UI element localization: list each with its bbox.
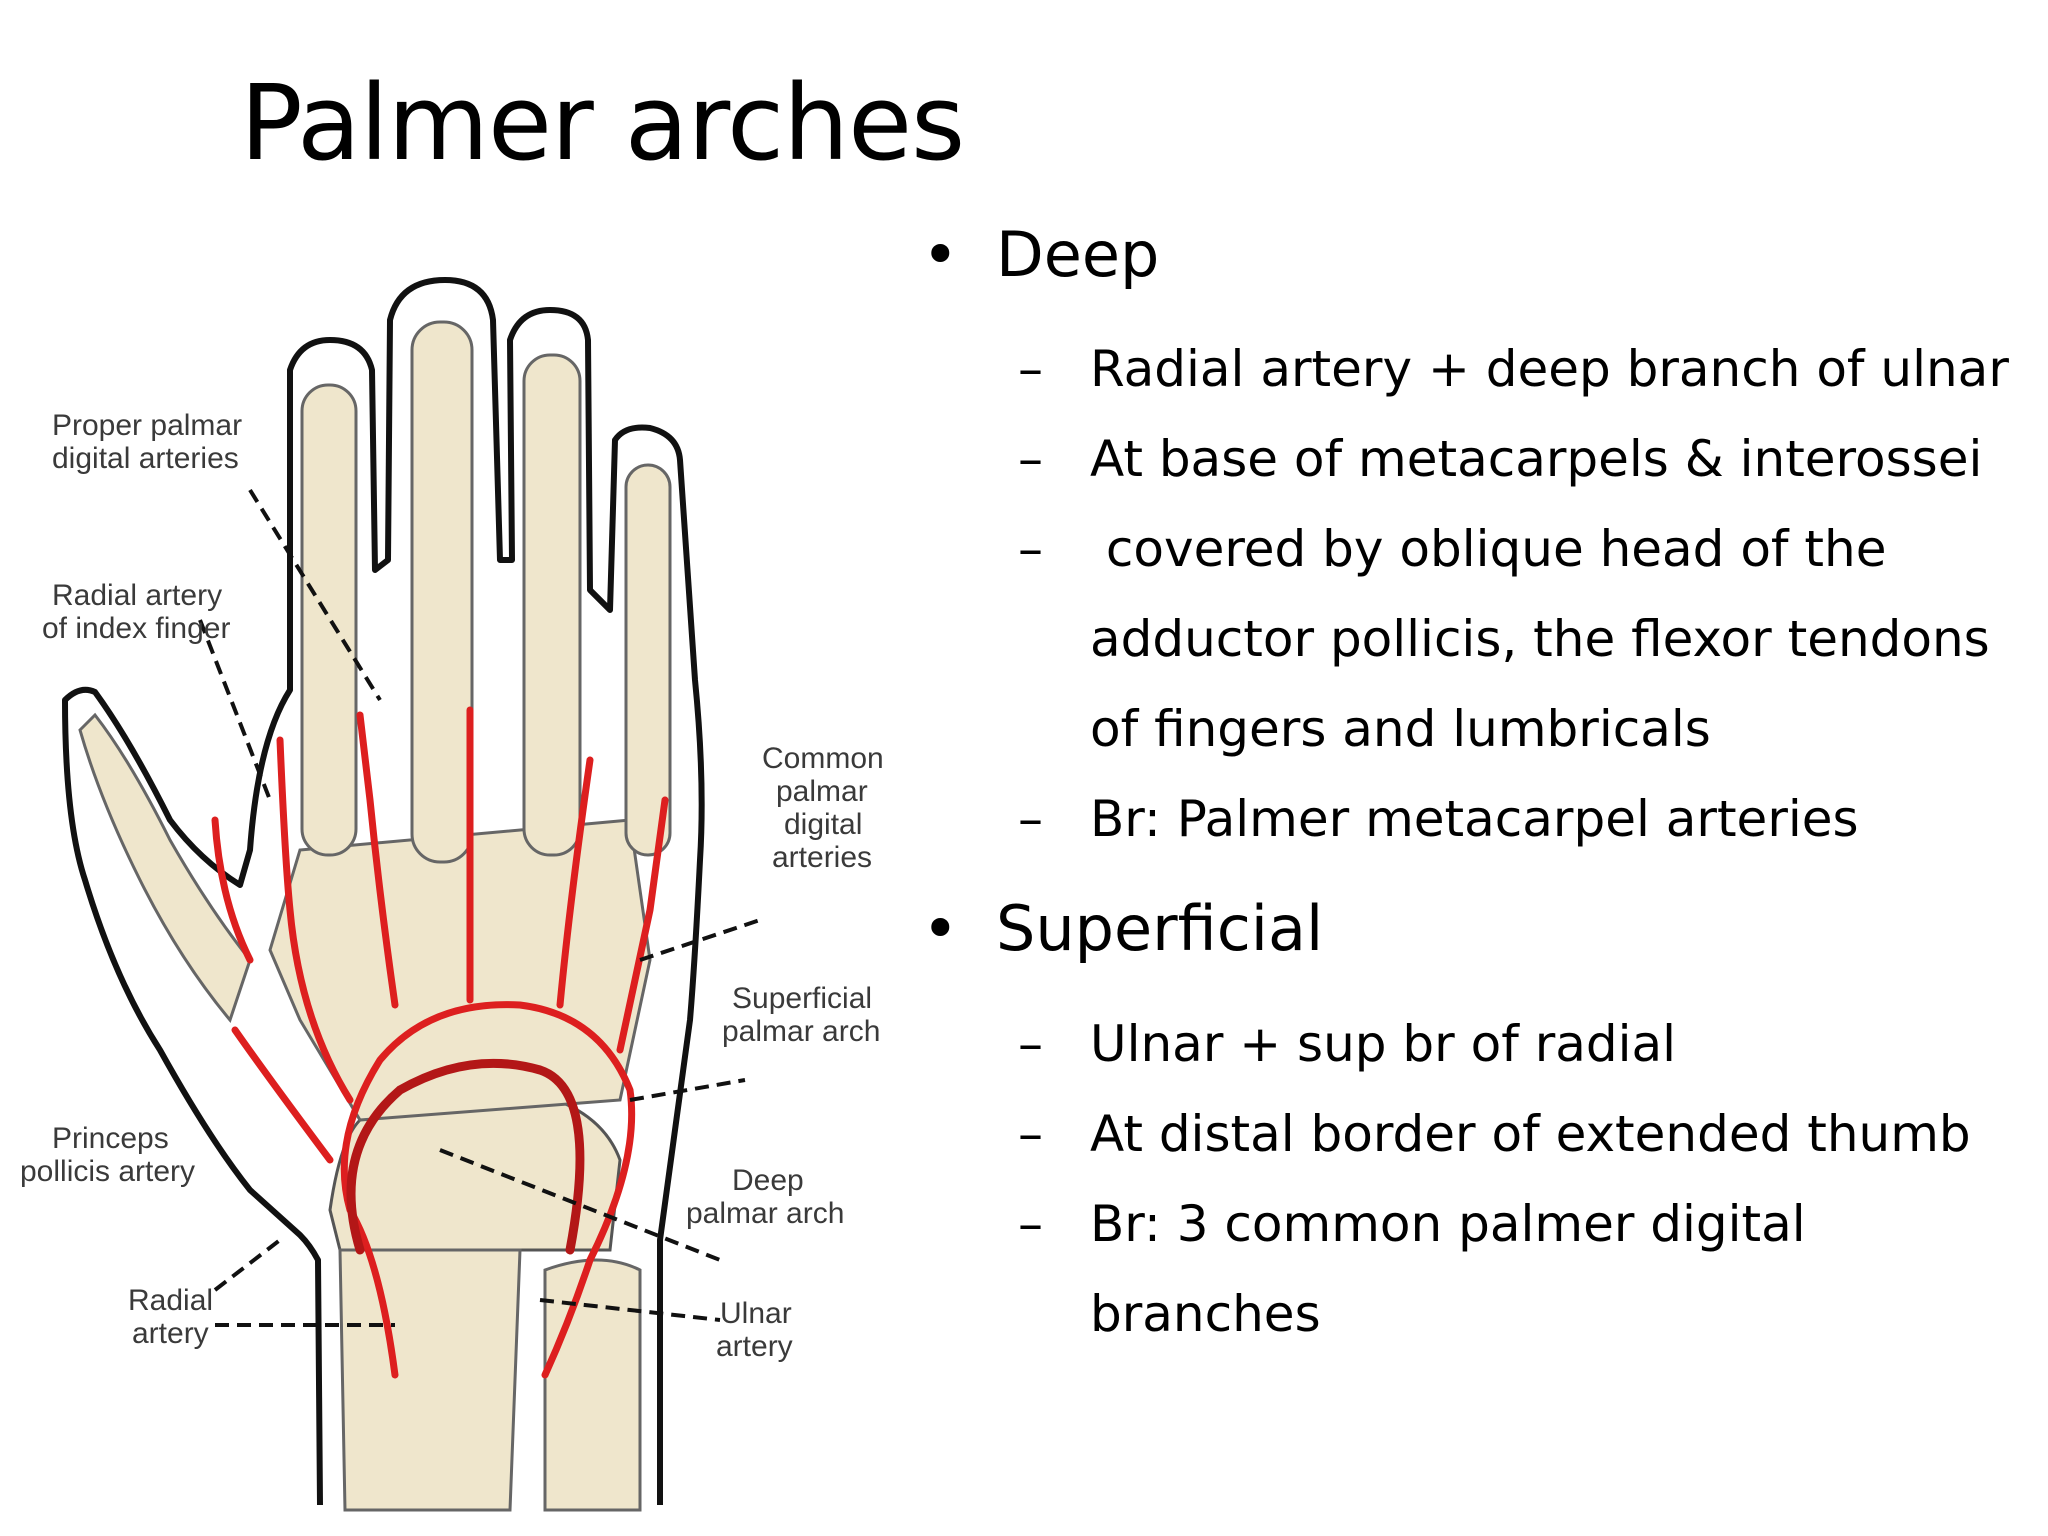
label-radial-line2: artery	[132, 1317, 209, 1350]
label-common-line1: Common	[762, 742, 884, 775]
hand-illustration: Proper palmar digital arteries Radial ar…	[20, 277, 884, 1512]
bullet-superficial-heading: Superficial	[996, 892, 1324, 966]
spacer	[910, 967, 2030, 999]
bullet-superficial: • Superficial	[910, 892, 2030, 966]
superficial-sub-item-continuation: branches	[1090, 1284, 1321, 1343]
label-proper-palmar-line2: digital arteries	[52, 442, 239, 475]
deep-sub-item: – covered by oblique head of the	[1018, 520, 1887, 579]
metacarpal-bones	[268, 818, 652, 1122]
bullet-deep-heading: Deep	[996, 218, 1160, 291]
superficial-sub-item: –Ulnar + sup br of radial	[1018, 1014, 1677, 1073]
label-deep-line1: Deep	[732, 1164, 804, 1197]
deep-sub-item-continuation: adductor pollicis, the flexor tendons	[1090, 610, 1990, 669]
label-common-line4: arteries	[772, 841, 872, 874]
bullet-list: • Deep –Radial artery + deep branch of u…	[910, 218, 2030, 1359]
label-deep-line2: palmar arch	[686, 1197, 844, 1230]
label-proper-palmar-line1: Proper palmar	[52, 409, 242, 442]
superficial-sub-list: –Ulnar + sup br of radial –At distal bor…	[910, 999, 2030, 1359]
deep-sub-item: –Br: Palmer metacarpel arteries	[1018, 790, 1859, 849]
label-pointers	[198, 488, 761, 1327]
hand-anatomy-figure: Proper palmar digital arteries Radial ar…	[0, 260, 920, 1536]
bullet-marker: •	[922, 892, 959, 966]
bullet-marker: •	[922, 218, 959, 291]
label-radial-line1: Radial	[128, 1284, 213, 1317]
label-radial-index-line2: of index finger	[42, 612, 230, 645]
label-superficial-line2: palmar arch	[722, 1015, 880, 1048]
label-superficial-line1: Superficial	[732, 982, 872, 1015]
bullet-deep: • Deep	[910, 218, 2030, 292]
deep-arch	[346, 1058, 585, 1255]
label-common-line3: digital	[784, 808, 862, 841]
deep-sub-list: –Radial artery + deep branch of ulnar –A…	[910, 324, 2030, 864]
deep-sub-item: –Radial artery + deep branch of ulnar	[1018, 340, 2009, 399]
deep-sub-item-continuation: of fingers and lumbricals	[1090, 700, 1711, 759]
spacer	[910, 292, 2030, 324]
label-princeps-line1: Princeps	[52, 1122, 169, 1155]
superficial-sub-item: –Br: 3 common palmer digital	[1018, 1194, 1806, 1253]
label-radial-index-line1: Radial artery	[52, 579, 222, 612]
forearm-bones	[338, 1248, 642, 1512]
finger-bones	[78, 320, 672, 1024]
spacer	[910, 864, 2030, 892]
deep-sub-item: –At base of metacarpels & interossei	[1018, 430, 1983, 489]
label-princeps-line2: pollicis artery	[20, 1155, 195, 1188]
slide-title: Palmer arches	[240, 62, 965, 184]
superficial-sub-item: –At distal border of extended thumb	[1018, 1104, 1971, 1163]
label-ulnar-line2: artery	[716, 1330, 793, 1363]
label-ulnar-line1: Ulnar	[720, 1297, 792, 1330]
label-common-line2: palmar	[776, 775, 868, 808]
